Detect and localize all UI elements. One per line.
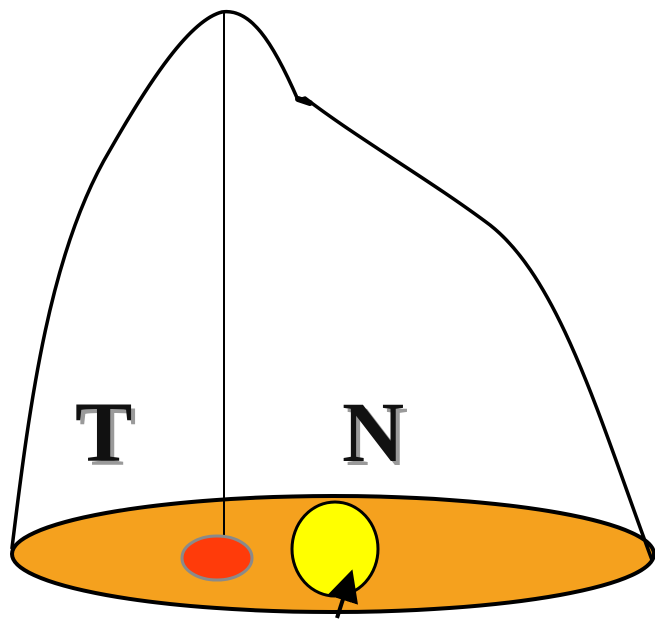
yellow-disc — [290, 500, 380, 598]
label-left-shadow: T — [79, 388, 136, 484]
label-left: T — [75, 384, 132, 480]
red-spot — [180, 534, 254, 582]
arrow — [327, 569, 358, 619]
hill-kink-mark — [295, 96, 313, 106]
label-right-shadow: N — [346, 388, 408, 484]
label-right: N — [342, 384, 404, 480]
hill-outline — [10, 9, 654, 562]
